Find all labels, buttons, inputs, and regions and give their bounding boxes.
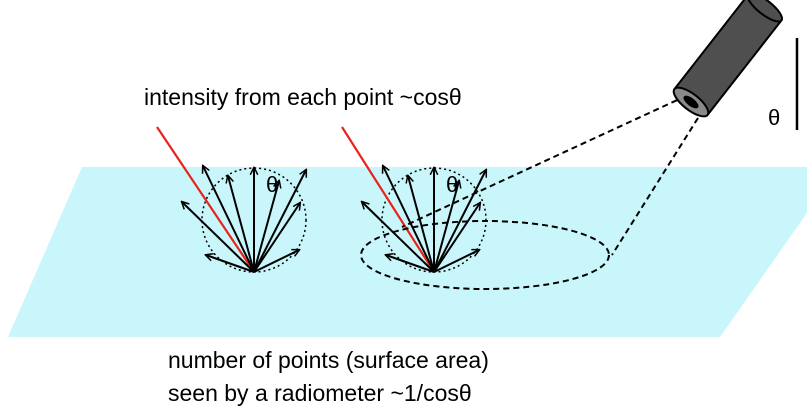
left-arrow-r2	[253, 170, 306, 273]
radiometer-sightline-lower	[611, 117, 699, 256]
left-emission-pattern	[156, 126, 306, 273]
right-arrow-r4	[433, 250, 479, 273]
right-arrow-l4	[386, 255, 435, 273]
left-arrow-l4	[206, 255, 255, 273]
radiometer-sightline-upper	[401, 95, 687, 228]
right-arrow-l2	[383, 166, 435, 273]
right-arrow-r2	[433, 170, 486, 273]
left-arrow-l2	[203, 166, 255, 273]
reflecting-surface	[8, 167, 807, 337]
bottom-caption-line2: seen by a radiometer ~1/cosθ	[168, 380, 472, 406]
bottom-caption-line1: number of points (surface area)	[168, 347, 489, 373]
radiometer	[672, 0, 799, 130]
theta-label-middle: θ	[446, 172, 459, 197]
theta-label-radiometer: θ	[768, 105, 781, 130]
radiometer-footprint	[360, 220, 610, 290]
right-arrow-l1	[408, 176, 435, 273]
right-arrow-r3	[433, 203, 480, 273]
top-caption: intensity from each point ~cosθ	[144, 84, 462, 110]
right-emission-arrows	[362, 166, 486, 273]
left-incident-ray	[156, 126, 255, 273]
left-arrow-r3	[253, 203, 300, 273]
radiometer-tube	[672, 0, 783, 118]
left-arrow-r1	[253, 181, 279, 273]
left-arrow-l1	[228, 176, 255, 273]
right-incident-ray	[341, 126, 435, 273]
left-arrow-r4	[253, 250, 299, 273]
left-emission-arrows	[182, 166, 306, 273]
right-emission-pattern	[341, 126, 486, 273]
right-arrow-r1	[433, 181, 459, 273]
left-arrow-l3	[182, 202, 255, 273]
theta-label-left: θ	[266, 172, 279, 197]
right-arrow-l3	[362, 202, 435, 273]
